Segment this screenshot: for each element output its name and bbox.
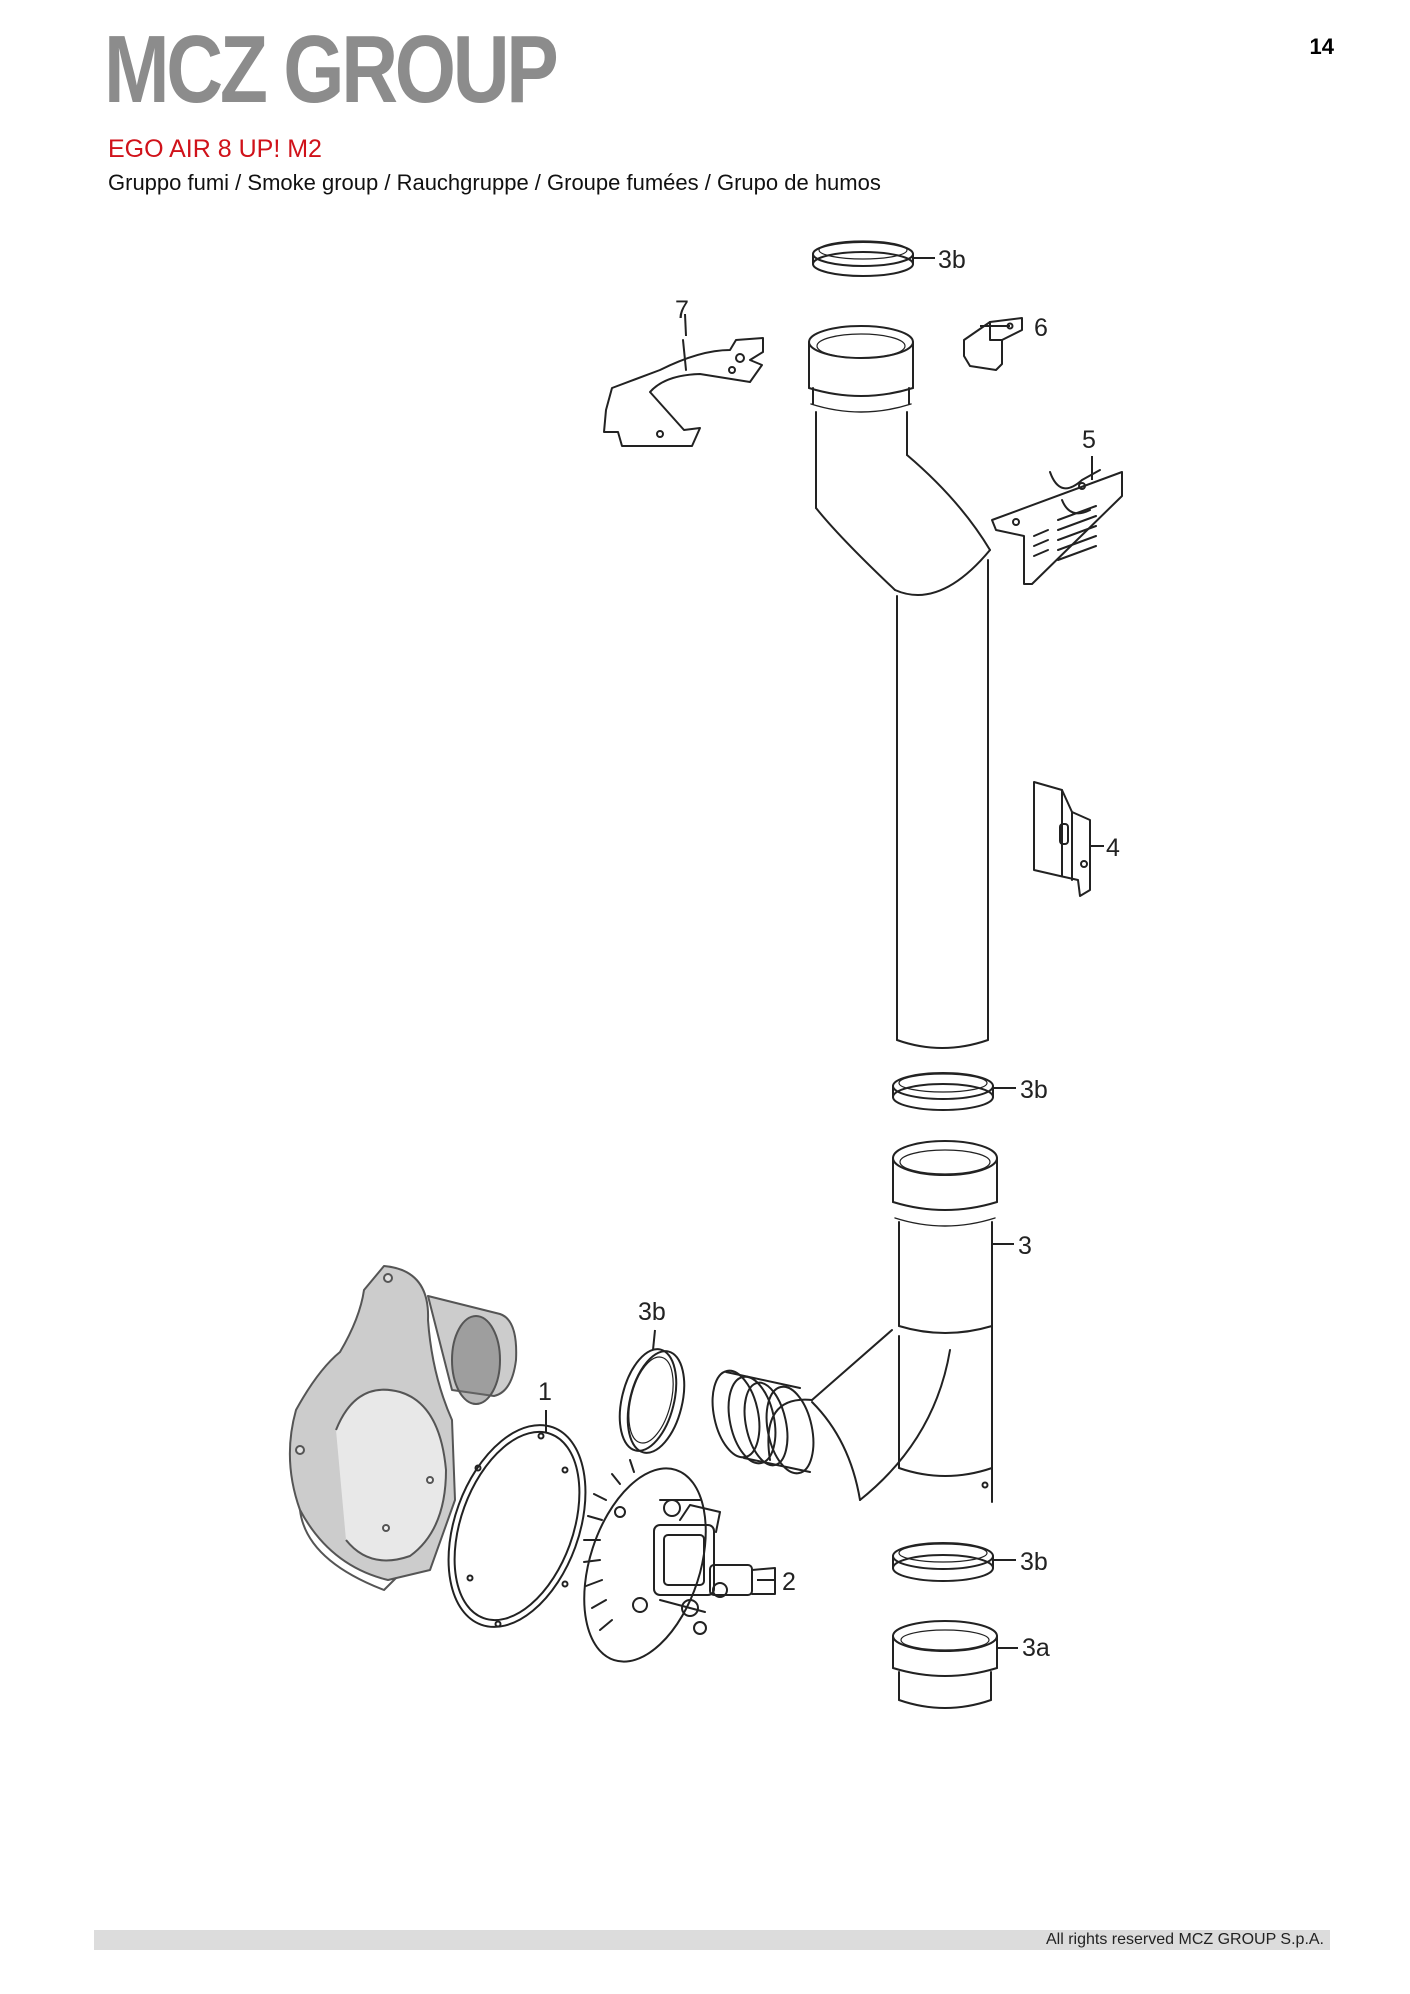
callout-4: 4 [1106, 834, 1120, 862]
part-3-tee-pipe [711, 1140, 998, 1503]
callout-2: 2 [782, 1568, 796, 1596]
callout-3a: 3a [1022, 1634, 1050, 1662]
part-fan-housing [288, 1265, 518, 1591]
footer-bar [94, 1930, 1330, 1950]
callout-3b-mid: 3b [1020, 1076, 1048, 1104]
callout-3b-bottom: 3b [1020, 1548, 1048, 1576]
model-title: EGO AIR 8 UP! M2 [108, 135, 322, 163]
callout-5: 5 [1082, 426, 1096, 454]
brand-logo: MCZ GROUP [104, 16, 559, 123]
part-upper-elbow-pipe [808, 325, 991, 1049]
part-3b-top-ring [812, 240, 914, 277]
part-2-fan-motor [583, 1459, 776, 1663]
callout-3: 3 [1018, 1232, 1032, 1260]
part-3b-mid-ring [892, 1072, 994, 1111]
part-3a-cap [892, 1620, 998, 1709]
callout-3b-left: 3b [638, 1298, 666, 1326]
part-5-grille [991, 469, 1123, 585]
page-number: 14 [1309, 34, 1334, 59]
callout-6: 6 [1034, 314, 1048, 342]
callout-3b-top: 3b [938, 246, 966, 274]
callout-7: 7 [675, 296, 689, 324]
callout-1: 1 [538, 1378, 552, 1406]
footer-rights: All rights reserved MCZ GROUP S.p.A. [1046, 1931, 1324, 1948]
section-subtitle: Gruppo fumi / Smoke group / Rauchgruppe … [108, 170, 881, 195]
part-3b-left-ring [618, 1348, 686, 1454]
part-3b-bottom-ring [892, 1542, 994, 1582]
part-7-bracket [603, 337, 764, 447]
part-4-plate [1033, 781, 1091, 897]
part-1-gasket [447, 1424, 587, 1628]
